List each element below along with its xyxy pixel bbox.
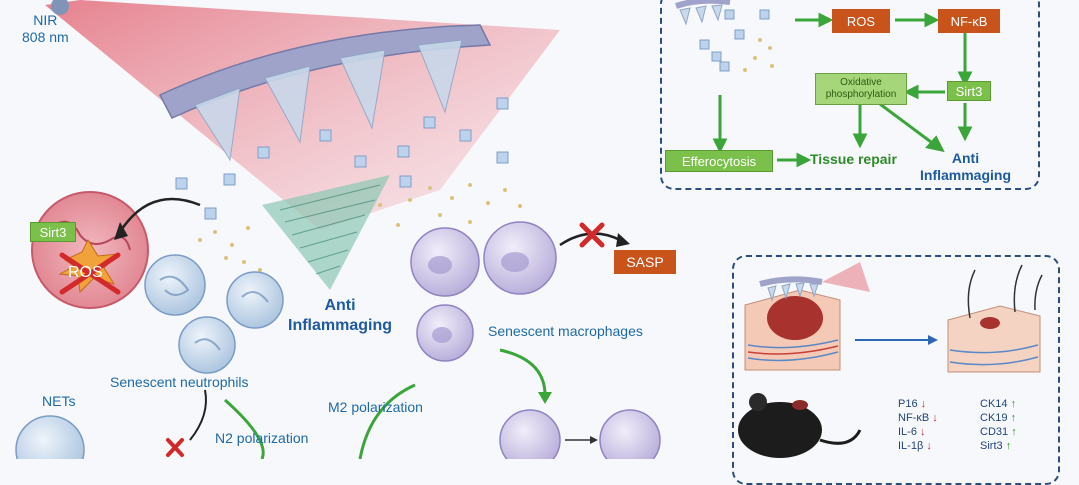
marker-p16: P16 ↓ [898,398,927,410]
oxphos-line2: phosphorylation [825,89,897,100]
n2-polarization-label: N2 polarization [215,430,309,446]
mech-sirt3-box: Sirt3 [947,81,991,101]
nets-label: NETs [42,393,76,409]
microneedle-patch [158,24,492,119]
down-arrow-icon: ↓ [920,398,927,410]
n2-cross [166,438,184,457]
nir-label-line2: 808 nm [22,29,69,45]
nets-cell [15,415,85,459]
anti-line1: Anti [324,297,356,314]
down-arrow-icon: ↓ [932,412,938,424]
up-arrow-icon: ↑ [1010,398,1017,410]
arrow-macro [499,348,547,396]
mechanism-panel [660,0,1040,190]
mech-tissue-repair: Tissue repair [810,151,897,167]
arrow-to-mito [118,197,201,233]
arrow-m2 [358,383,416,459]
marker-il6: IL-6 ↓ [898,426,926,438]
main-illustration [15,0,1043,459]
released-particles [175,97,509,220]
down-arrow-icon: ↓ [920,426,926,438]
mech-efferocytosis-box: Efferocytosis [665,150,773,172]
mech-anti-inflammaging: Anti Inflammaging [920,150,1011,184]
mouse [738,393,862,458]
nanodots [198,183,522,272]
ros-cross [59,252,121,295]
mech-ros-box: ROS [832,9,890,33]
marker-cd31: CD31 ↑ [980,426,1017,438]
needle-lines [279,184,381,275]
marker-sirt3: Sirt3 ↑ [980,440,1012,452]
mini-patch [675,0,774,72]
neutrophils [144,254,284,374]
mech-anti-line1: Anti [951,150,980,166]
anti-inflammaging-center: Anti Inflammaging [288,296,392,336]
senescent-neutrophils-label: Senescent neutrophils [110,374,249,390]
ros-burst [58,238,120,294]
marker-ck19: CK19 ↑ [980,412,1017,424]
sirt3-box-left: Sirt3 [30,222,76,242]
microneedles [194,39,463,162]
oxphos-line1: Oxidative [840,77,882,88]
ros-text-left: ROS [68,264,103,281]
marker-nfkb: NF-κB ↓ [898,412,938,424]
m2-polarization-label: M2 polarization [328,399,423,415]
mech-oxphos-box: Oxidative phosphorylation [815,73,907,105]
anti-line2: Inflammaging [288,317,393,334]
arrow-n2 [224,398,265,459]
up-arrow-icon: ↑ [1005,440,1012,452]
nir-label: NIR 808 nm [22,12,69,46]
skin-after [947,264,1043,373]
up-arrow-icon: ↑ [1011,426,1017,438]
up-arrow-icon: ↑ [1010,412,1017,424]
laser-emitter [51,0,69,15]
marker-ck14: CK14 ↑ [980,398,1017,410]
sasp-cross [579,222,605,248]
marker-il1b: IL-1β ↓ [898,440,932,452]
sasp-box: SASP [614,250,676,274]
mech-anti-line2: Inflammaging [920,167,1012,183]
down-arrow-icon: ↓ [926,440,932,452]
senescent-macrophages-label: Senescent macrophages [488,323,643,339]
nir-label-line1: NIR [33,12,58,28]
mechanism-arrows [712,12,973,168]
mech-nfkb-box: NF-κB [938,9,1000,33]
skin-before [744,262,870,371]
macrophages [410,221,661,459]
